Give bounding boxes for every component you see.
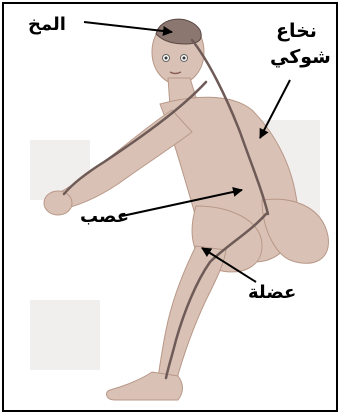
nerve-label: عصب [80,208,129,226]
muscle-label: عضلة [248,284,296,302]
brain-label: المخ [28,16,66,34]
spinal-cord-label-line1: نخاع [276,22,317,41]
spinal-cord-label-line2: شوكي [270,48,331,67]
